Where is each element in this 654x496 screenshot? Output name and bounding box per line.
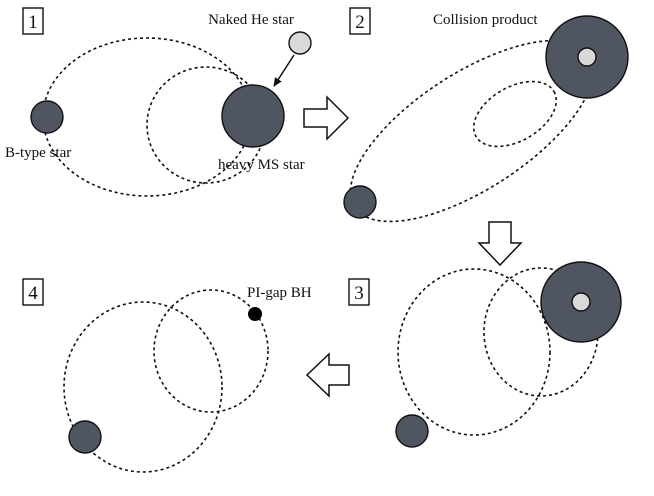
pi-gap-bh [248, 307, 262, 321]
naked-he-star-label: Naked He star [208, 12, 294, 28]
panel-4-orbit-outer [63, 301, 223, 473]
panel-4-number-box: 4 [22, 278, 44, 306]
panel-2-orbit-inner [472, 80, 558, 148]
b-type-star [30, 100, 64, 134]
collision-product-core [577, 47, 597, 67]
collision-product-label: Collision product [433, 12, 538, 28]
panel-1-number: 1 [28, 12, 38, 33]
panel-2: 2 Collision product [343, 7, 629, 223]
panel-3: 3 [348, 261, 622, 448]
step-arrow-left [305, 352, 350, 398]
b-type-star-panel-3 [395, 414, 429, 448]
step-arrow-right [303, 95, 350, 141]
heavy-ms-star [221, 84, 285, 148]
b-type-star-panel-2 [343, 185, 377, 219]
naked-he-star [288, 31, 312, 55]
step-arrow-down [477, 221, 523, 267]
panel-4-orbit-inner [153, 289, 269, 413]
panel-2-number-box: 2 [349, 7, 371, 35]
panel-3-number: 3 [354, 283, 364, 304]
panel-2-number: 2 [355, 12, 365, 33]
panel-1: 1 Naked He star B-type star heavy MS sta… [5, 7, 312, 197]
collision-product-core-panel-3 [571, 292, 591, 312]
b-type-star-label: B-type star [5, 145, 71, 161]
heavy-ms-star-label: heavy MS star [218, 157, 305, 173]
panel-1-number-box: 1 [22, 7, 44, 35]
b-type-star-panel-4 [68, 420, 102, 454]
pi-gap-bh-label: PI-gap BH [247, 285, 312, 301]
accretion-arrow [273, 54, 295, 87]
panel-3-orbit-outer [397, 268, 551, 436]
panel-3-number-box: 3 [348, 278, 370, 306]
panel-4-number: 4 [28, 283, 38, 304]
panel-4: 4 PI-gap BH [22, 278, 312, 473]
